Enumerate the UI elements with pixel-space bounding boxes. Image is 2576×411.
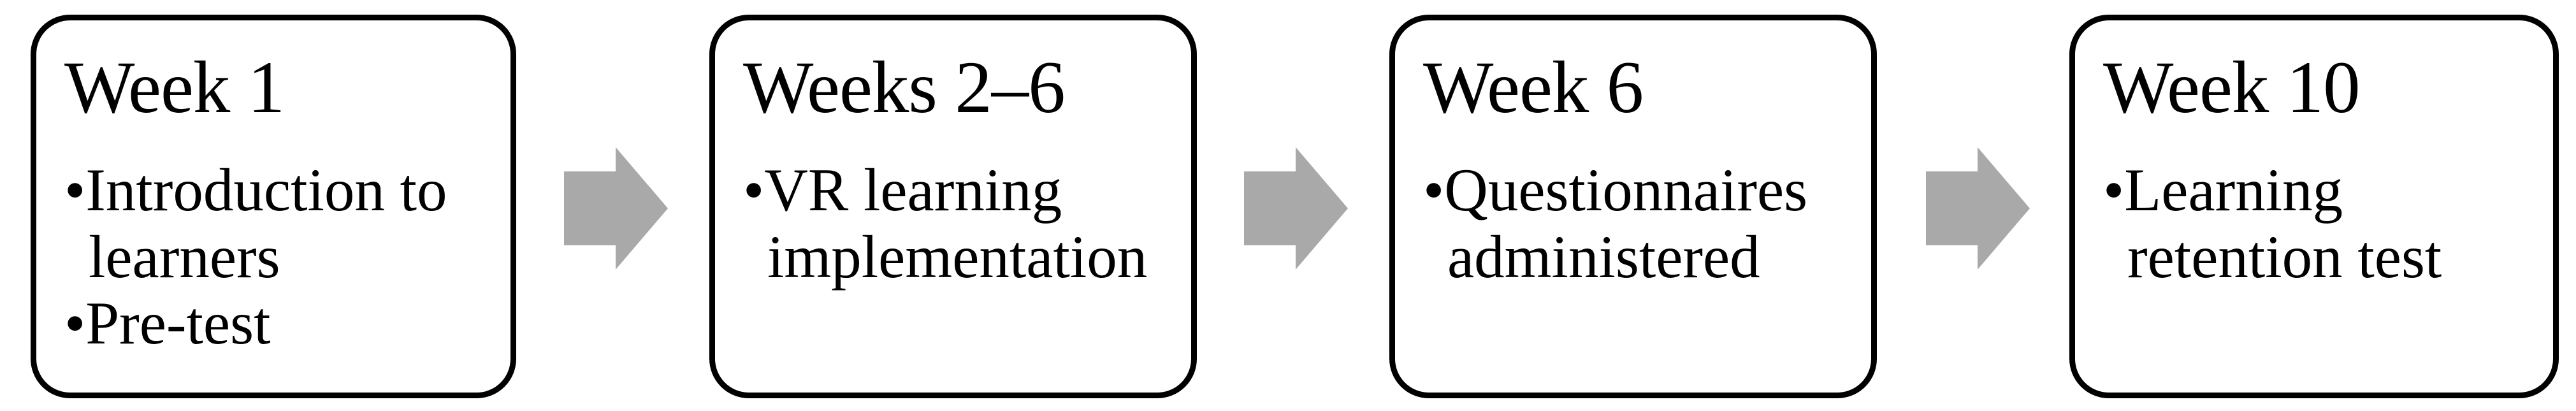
stage-bullet-list: •VR learning implementation bbox=[743, 157, 1168, 290]
list-item: •Pre-test bbox=[64, 290, 488, 357]
right-arrow-shape bbox=[1926, 147, 2030, 270]
bullet-text: Introduction to learners bbox=[85, 156, 447, 291]
stage-bullet-list: •Questionnaires administered bbox=[1423, 157, 1848, 290]
bullet-icon: • bbox=[64, 156, 86, 224]
stage-box-weeks-2-6: Weeks 2–6 •VR learning implementation bbox=[709, 15, 1197, 398]
stage-title: Weeks 2–6 bbox=[743, 47, 1066, 129]
flow-arrow-icon bbox=[1244, 147, 1348, 270]
right-arrow-shape bbox=[1244, 147, 1348, 270]
list-item: •Questionnaires administered bbox=[1423, 157, 1848, 290]
right-arrow-shape bbox=[564, 147, 668, 270]
flow-arrow-icon bbox=[1926, 147, 2030, 270]
bullet-text: VR learning implementation bbox=[764, 156, 1148, 291]
bullet-icon: • bbox=[64, 289, 86, 357]
list-item: •VR learning implementation bbox=[743, 157, 1168, 290]
stage-bullet-list: •Learning retention test bbox=[2103, 157, 2530, 290]
stage-title: Week 6 bbox=[1423, 47, 1644, 129]
stage-box-week-6: Week 6 •Questionnaires administered bbox=[1389, 15, 1877, 398]
list-item: •Learning retention test bbox=[2103, 157, 2530, 290]
flow-arrow-icon bbox=[564, 147, 668, 270]
bullet-icon: • bbox=[1423, 156, 1445, 224]
stage-box-week-1: Week 1 •Introduction to learners •Pre-te… bbox=[31, 15, 516, 398]
bullet-icon: • bbox=[2103, 156, 2125, 224]
bullet-icon: • bbox=[743, 156, 765, 224]
stage-bullet-list: •Introduction to learners •Pre-test bbox=[64, 157, 488, 357]
bullet-text: Questionnaires administered bbox=[1444, 156, 1808, 291]
bullet-text: Learning retention test bbox=[2124, 156, 2442, 291]
bullet-text: Pre-test bbox=[85, 289, 271, 357]
stage-title: Week 1 bbox=[64, 47, 285, 129]
list-item: •Introduction to learners bbox=[64, 157, 488, 290]
stage-title: Week 10 bbox=[2103, 47, 2361, 129]
stage-box-week-10: Week 10 •Learning retention test bbox=[2069, 15, 2559, 398]
